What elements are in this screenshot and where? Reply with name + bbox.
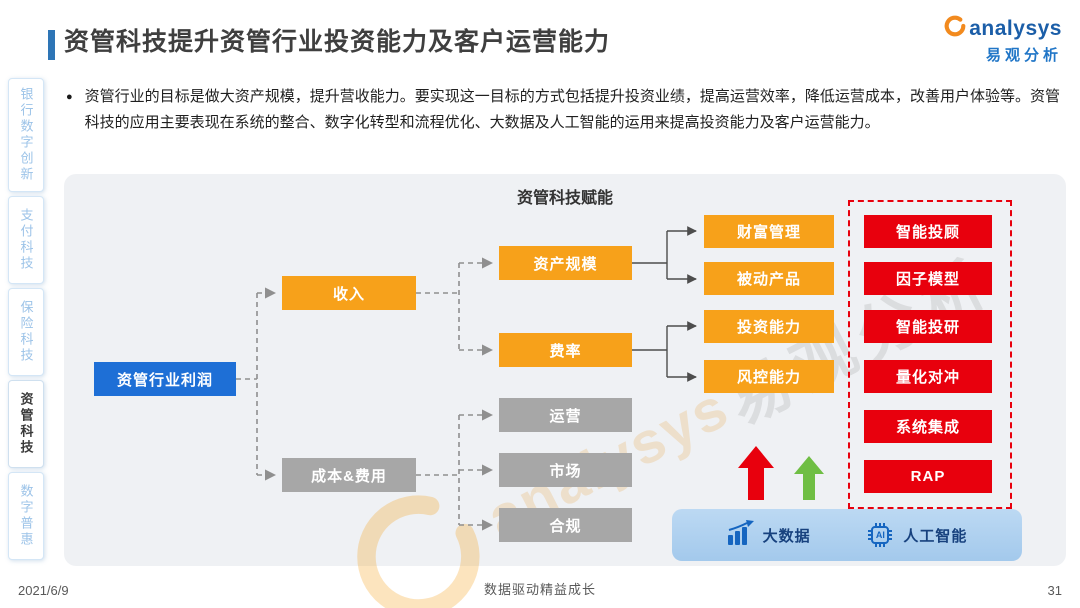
- diagram-panel: analysys 易观分析 资管科技赋能: [64, 174, 1066, 608]
- sidebar-item-asset-mgmt-tech[interactable]: 资管科技: [8, 380, 44, 468]
- sidebar-item-digital-inclusion[interactable]: 数字普惠: [8, 472, 44, 560]
- smart-research-box: 智能投研: [864, 310, 992, 343]
- asset-scale-box: 资产规模: [499, 246, 632, 280]
- cost-box: 成本&费用: [282, 458, 416, 492]
- footer-date: 2021/6/9: [18, 583, 69, 598]
- income-box: 收入: [282, 276, 416, 310]
- green-up-arrow-icon: [794, 456, 824, 505]
- sidebar-item-insurance-tech[interactable]: 保险科技: [8, 288, 44, 376]
- tech-group-frame: [848, 200, 1012, 509]
- intro-text: 资管行业的目标是做大资产规模，提升营收能力。要实现这一目标的方式包括提升投资业绩…: [84, 88, 1060, 131]
- profit-box: 资管行业利润: [94, 362, 236, 396]
- rap-box: RAP: [864, 460, 992, 493]
- sidebar-item-payment-tech[interactable]: 支付科技: [8, 196, 44, 284]
- big-data-label: 大数据: [762, 527, 811, 545]
- operations-box: 运营: [499, 398, 632, 432]
- diagram-title: 资管科技赋能: [516, 190, 613, 207]
- factor-model-box: 因子模型: [864, 262, 992, 295]
- red-up-arrow-icon: [738, 446, 774, 505]
- brand-name: analysys: [969, 16, 1062, 40]
- ai-chip-icon: AI: [865, 520, 895, 550]
- page-title: 资管科技提升资管行业投资能力及客户运营能力: [64, 28, 611, 56]
- compliance-box: 合规: [499, 508, 632, 542]
- fee-box: 费率: [499, 333, 632, 367]
- quant-hedge-box: 量化对冲: [864, 360, 992, 393]
- footer-page-number: 31: [1047, 583, 1062, 598]
- risk-control-box: 风控能力: [704, 360, 834, 393]
- brand-name-cn: 易观分析: [985, 47, 1062, 64]
- system-integration-box: 系统集成: [864, 410, 992, 443]
- bar-chart-icon: [727, 519, 755, 551]
- brand-logo: analysys 易观分析: [943, 14, 1062, 65]
- intro-block: ● 资管行业的目标是做大资产规模，提升营收能力。要实现这一目标的方式包括提升投资…: [66, 84, 1060, 136]
- wealth-mgmt-box: 财富管理: [704, 215, 834, 248]
- tech-foundation-bar: 大数据 AI 人工智能: [672, 509, 1022, 561]
- market-box: 市场: [499, 453, 632, 487]
- sidebar-item-banking-digital[interactable]: 银行数字创新: [8, 78, 44, 192]
- ai-item: AI 人工智能: [865, 520, 967, 550]
- title-accent-bar: [48, 30, 55, 60]
- analysys-swoosh-icon: [943, 14, 967, 43]
- ai-chip-label: AI: [875, 530, 885, 540]
- footer-slogan: 数据驱动精益成长: [483, 582, 596, 597]
- invest-capability-box: 投资能力: [704, 310, 834, 343]
- big-data-item: 大数据: [727, 519, 811, 551]
- passive-product-box: 被动产品: [704, 262, 834, 295]
- ai-label: 人工智能: [903, 527, 968, 545]
- bullet-icon: ●: [66, 91, 73, 103]
- smart-advisor-box: 智能投顾: [864, 215, 992, 248]
